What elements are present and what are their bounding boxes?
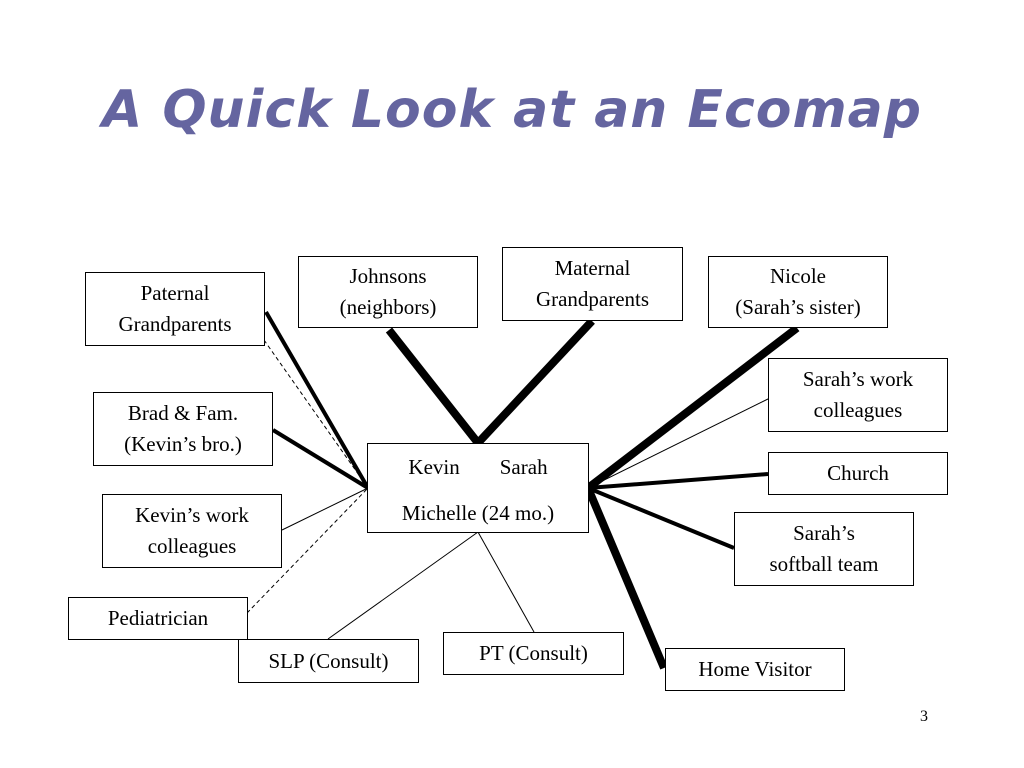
- line-softball: [587, 486, 735, 550]
- parent-sarah: Sarah: [499, 455, 548, 479]
- node-paternal-grandparents: Paternal Grandparents: [85, 272, 265, 346]
- slide-title: A Quick Look at an Ecomap: [101, 80, 922, 140]
- line-sarahs-work: [587, 397, 771, 489]
- line-church: [587, 472, 769, 490]
- line-paternal-grandparents-strong: [264, 310, 370, 490]
- line-kevins-work: [281, 487, 369, 531]
- node-home-visitor: Home Visitor: [665, 648, 845, 691]
- node-church: Church: [768, 452, 948, 495]
- family-box: Kevin Sarah Michelle (24 mo.): [367, 443, 589, 533]
- node-kevins-work: Kevin’s work colleagues: [102, 494, 282, 568]
- line-nicole: [585, 324, 800, 492]
- line-brad: [271, 428, 370, 490]
- node-slp: SLP (Consult): [238, 639, 419, 683]
- node-brad: Brad & Fam. (Kevin’s bro.): [93, 392, 273, 466]
- line-slp: [327, 531, 479, 640]
- node-nicole: Nicole (Sarah’s sister): [708, 256, 888, 328]
- line-paternal-grandparents-tenuous: [263, 339, 369, 489]
- node-pediatrician: Pediatrician: [68, 597, 248, 640]
- node-maternal-grandparents: Maternal Grandparents: [502, 247, 683, 321]
- line-home-visitor: [584, 486, 668, 670]
- slide-number: 3: [920, 708, 928, 725]
- line-maternal-grandparents: [475, 318, 595, 446]
- node-pt: PT (Consult): [443, 632, 624, 675]
- parent-kevin: Kevin: [408, 455, 460, 479]
- node-softball: Sarah’s softball team: [734, 512, 914, 586]
- line-johnsons: [385, 327, 482, 446]
- child-michelle: Michelle (24 mo.): [401, 501, 555, 525]
- line-pt: [477, 531, 535, 633]
- node-sarahs-work: Sarah’s work colleagues: [768, 358, 948, 432]
- node-johnsons: Johnsons (neighbors): [298, 256, 478, 328]
- line-pediatrician: [246, 487, 369, 614]
